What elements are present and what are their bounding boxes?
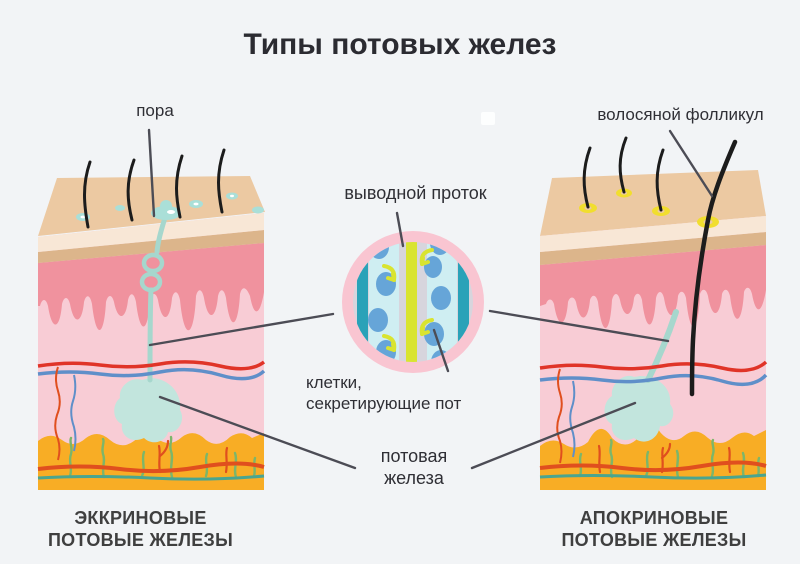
eccrine-gland xyxy=(114,378,183,443)
caption-apocrine-line2: ПОТОВЫЕ ЖЕЛЕЗЫ xyxy=(561,530,747,550)
subcutaneous-fat xyxy=(540,423,766,490)
skin-surface-top xyxy=(38,176,265,236)
apocrine-gland xyxy=(604,375,674,442)
caption-eccrine-line2: ПОТОВЫЕ ЖЕЛЕЗЫ xyxy=(47,530,234,550)
descending-vein xyxy=(569,380,576,458)
label-secreting-cells-line1: клетки, xyxy=(306,373,362,392)
label-secreting-cells: клетки, секретирующие пот xyxy=(306,372,536,414)
descending-vein xyxy=(70,374,77,452)
caption-eccrine: ЭККРИНОВЫЕ ПОТОВЫЕ ЖЕЛЕЗЫ xyxy=(28,507,253,551)
pointer-excretory-duct xyxy=(395,211,405,248)
caption-apocrine: АПОКРИНОВЫЕ ПОТОВЫЕ ЖЕЛЕЗЫ xyxy=(540,507,768,551)
secretion-arrows xyxy=(382,248,434,352)
skin-block-apocrine xyxy=(539,136,768,490)
pointer-secreting-cells xyxy=(432,328,450,373)
bottom-nerve-line xyxy=(37,474,265,481)
white-spot xyxy=(481,112,495,125)
bottom-artery xyxy=(37,461,265,474)
hairs xyxy=(83,148,226,229)
epidermis-surface xyxy=(38,213,264,252)
vein xyxy=(539,373,768,387)
duct-magnified-view xyxy=(342,231,484,373)
label-sweat-gland: потовая железа xyxy=(343,445,485,489)
label-pore: пора xyxy=(136,101,174,120)
label-hair-follicle: волосяной фолликул xyxy=(597,105,764,124)
pointer-magnifier-to-apocrine-duct xyxy=(488,309,670,343)
duct-lumen xyxy=(406,242,417,362)
dermis-papillae xyxy=(540,245,766,329)
hairs xyxy=(582,136,665,212)
dermis-papillae xyxy=(38,243,264,331)
pointer-gland-right xyxy=(470,401,637,470)
artery xyxy=(37,360,266,371)
bottom-artery xyxy=(539,460,767,473)
epidermis-basal xyxy=(38,230,264,263)
pointer-lines xyxy=(147,128,714,470)
label-sweat-gland-line1: потовая xyxy=(380,446,448,466)
apocrine-duct xyxy=(645,309,679,383)
skin-block-eccrine xyxy=(37,148,266,490)
epidermis-basal xyxy=(540,232,766,265)
caption-apocrine-line1: АПОКРИНОВЫЕ xyxy=(579,508,729,528)
caption-eccrine-line1: ЭККРИНОВЫЕ xyxy=(74,508,207,528)
membrane-stripe-right xyxy=(458,242,469,362)
label-secreting-cells-line2: секретирующие пот xyxy=(306,394,462,413)
label-sweat-gland-line2: железа xyxy=(384,468,444,488)
bottom-nerve-line xyxy=(539,473,767,480)
vein xyxy=(37,367,266,381)
label-excretory-duct: выводной проток xyxy=(344,183,487,203)
descending-artery xyxy=(556,368,563,464)
diagram-title: Типы потовых желез xyxy=(243,28,557,61)
membrane-stripe-left xyxy=(357,242,368,362)
pointer-gland-left xyxy=(158,395,357,470)
descending-artery xyxy=(54,366,61,461)
pointer-magnifier-to-eccrine-duct xyxy=(148,312,335,347)
pointer-hair-follicle xyxy=(668,129,714,198)
pointer-pore xyxy=(147,128,156,218)
artery xyxy=(539,360,768,373)
hair-follicle-shaft xyxy=(689,139,738,397)
pore-opening xyxy=(151,200,181,220)
